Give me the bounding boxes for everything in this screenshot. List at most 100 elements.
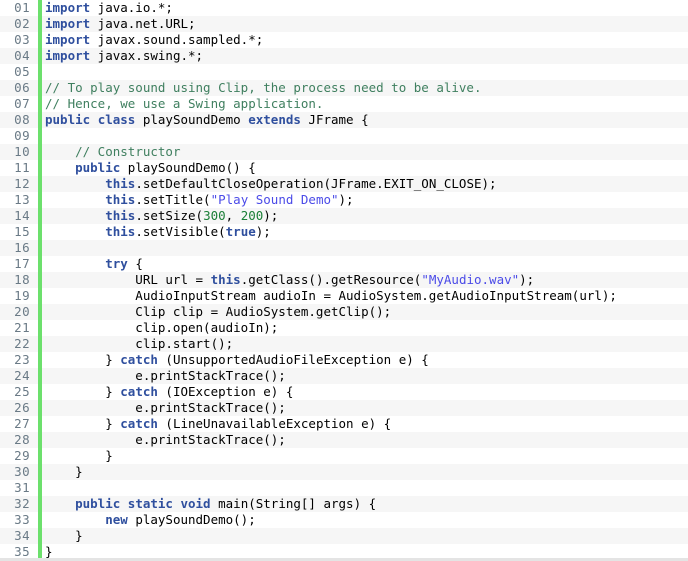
token-kw: import xyxy=(45,32,91,47)
token-pln xyxy=(45,192,105,207)
code-line[interactable]: 32 public static void main(String[] args… xyxy=(0,496,688,512)
code-line[interactable]: 28 e.printStackTrace(); xyxy=(0,432,688,448)
code-line[interactable]: 31 xyxy=(0,480,688,496)
token-pln: ); xyxy=(263,208,279,223)
code-line[interactable]: 11 public playSoundDemo() { xyxy=(0,160,688,176)
code-text[interactable]: // Constructor xyxy=(45,144,180,160)
line-number: 27 xyxy=(14,416,30,431)
code-line[interactable]: 12 this.setDefaultCloseOperation(JFrame.… xyxy=(0,176,688,192)
line-number: 08 xyxy=(14,112,30,127)
change-marker xyxy=(38,208,42,224)
token-pln: java.io.*; xyxy=(90,0,173,15)
code-line[interactable]: 33 new playSoundDemo(); xyxy=(0,512,688,528)
code-text[interactable]: e.printStackTrace(); xyxy=(45,368,286,384)
code-line[interactable]: 18 URL url = this.getClass().getResource… xyxy=(0,272,688,288)
code-line[interactable]: 24 e.printStackTrace(); xyxy=(0,368,688,384)
code-line[interactable]: 30 } xyxy=(0,464,688,480)
code-line[interactable]: 34 } xyxy=(0,528,688,544)
code-text[interactable]: import javax.swing.*; xyxy=(45,48,203,64)
code-line[interactable]: 14 this.setSize(300, 200); xyxy=(0,208,688,224)
code-line[interactable]: 25 } catch (IOException e) { xyxy=(0,384,688,400)
code-line[interactable]: 23 } catch (UnsupportedAudioFileExceptio… xyxy=(0,352,688,368)
token-str: "MyAudio.wav" xyxy=(421,272,520,287)
code-text[interactable]: this.setVisible(true); xyxy=(45,224,271,240)
code-line[interactable]: 07// Hence, we use a Swing application. xyxy=(0,96,688,112)
code-text[interactable]: } xyxy=(45,528,83,544)
code-line[interactable]: 16 xyxy=(0,240,688,256)
line-number: 31 xyxy=(14,480,30,495)
code-text[interactable]: // To play sound using Clip, the process… xyxy=(45,80,482,96)
code-line[interactable]: 27 } catch (LineUnavailableException e) … xyxy=(0,416,688,432)
token-kw: new xyxy=(105,512,128,527)
token-kw: class xyxy=(97,112,136,127)
token-pln: .setSize( xyxy=(135,208,204,223)
code-text[interactable]: // Hence, we use a Swing application. xyxy=(45,96,323,112)
line-number: 23 xyxy=(14,352,30,367)
code-line[interactable]: 22 clip.start(); xyxy=(0,336,688,352)
token-kw: public xyxy=(75,496,121,511)
code-text[interactable]: import java.net.URL; xyxy=(45,16,196,32)
token-pln: e.printStackTrace(); xyxy=(45,432,286,447)
token-kw: this xyxy=(105,208,136,223)
code-line[interactable]: 09 xyxy=(0,128,688,144)
code-line[interactable]: 15 this.setVisible(true); xyxy=(0,224,688,240)
code-line[interactable]: 05 xyxy=(0,64,688,80)
code-text[interactable]: } catch (UnsupportedAudioFileException e… xyxy=(45,352,429,368)
change-marker xyxy=(38,32,42,48)
code-text[interactable]: } xyxy=(45,544,53,560)
code-text[interactable]: e.printStackTrace(); xyxy=(45,432,286,448)
token-pln: .getClass().getResource( xyxy=(240,272,422,287)
change-marker xyxy=(38,480,42,496)
code-text[interactable]: URL url = this.getClass().getResource("M… xyxy=(45,272,534,288)
code-text[interactable]: } xyxy=(45,448,113,464)
code-text[interactable]: new playSoundDemo(); xyxy=(45,512,256,528)
code-text[interactable]: Clip clip = AudioSystem.getClip(); xyxy=(45,304,391,320)
code-line[interactable]: 29 } xyxy=(0,448,688,464)
code-text[interactable]: clip.start(); xyxy=(45,336,233,352)
change-marker xyxy=(38,304,42,320)
line-number: 18 xyxy=(14,272,30,287)
change-marker xyxy=(38,384,42,400)
code-text[interactable]: e.printStackTrace(); xyxy=(45,400,286,416)
editor-bottom-edge xyxy=(0,558,688,561)
code-text[interactable]: this.setSize(300, 200); xyxy=(45,208,278,224)
code-line[interactable]: 35} xyxy=(0,544,688,560)
code-text[interactable]: public static void main(String[] args) { xyxy=(45,496,376,512)
token-pln: } xyxy=(45,448,113,463)
code-text[interactable]: try { xyxy=(45,256,143,272)
code-text[interactable]: this.setTitle("Play Sound Demo"); xyxy=(45,192,353,208)
code-line[interactable]: 06// To play sound using Clip, the proce… xyxy=(0,80,688,96)
line-number: 10 xyxy=(14,144,30,159)
token-num: 200 xyxy=(240,208,264,223)
code-line[interactable]: 17 try { xyxy=(0,256,688,272)
code-line[interactable]: 10 // Constructor xyxy=(0,144,688,160)
code-line[interactable]: 08 public class playSoundDemo extends JFr… xyxy=(0,112,688,128)
token-kw: static xyxy=(127,496,173,511)
code-text[interactable]: AudioInputStream audioIn = AudioSystem.g… xyxy=(45,288,617,304)
change-marker xyxy=(38,544,42,560)
code-text[interactable]: } catch (LineUnavailableException e) { xyxy=(45,416,391,432)
line-number: 25 xyxy=(14,384,30,399)
code-text[interactable]: clip.open(audioIn); xyxy=(45,320,278,336)
token-pln: clip.start(); xyxy=(45,336,234,351)
code-line[interactable]: 26 e.printStackTrace(); xyxy=(0,400,688,416)
code-text[interactable]: } xyxy=(45,464,83,480)
code-line[interactable]: 21 clip.open(audioIn); xyxy=(0,320,688,336)
code-line[interactable]: 19 AudioInputStream audioIn = AudioSyste… xyxy=(0,288,688,304)
code-text[interactable]: public class playSoundDemo extends JFram… xyxy=(45,112,369,128)
code-text[interactable]: this.setDefaultCloseOperation(JFrame.EXI… xyxy=(45,176,496,192)
token-kw: public xyxy=(45,112,91,127)
token-pln: (LineUnavailableException e) { xyxy=(157,416,392,431)
token-kw: public xyxy=(75,160,121,175)
code-text[interactable]: import javax.sound.sampled.*; xyxy=(45,32,263,48)
code-line[interactable]: 20 Clip clip = AudioSystem.getClip(); xyxy=(0,304,688,320)
code-text[interactable]: } catch (IOException e) { xyxy=(45,384,293,400)
code-text[interactable]: public playSoundDemo() { xyxy=(45,160,256,176)
code-line[interactable]: 13 this.setTitle("Play Sound Demo"); xyxy=(0,192,688,208)
code-text[interactable]: import java.io.*; xyxy=(45,0,173,16)
